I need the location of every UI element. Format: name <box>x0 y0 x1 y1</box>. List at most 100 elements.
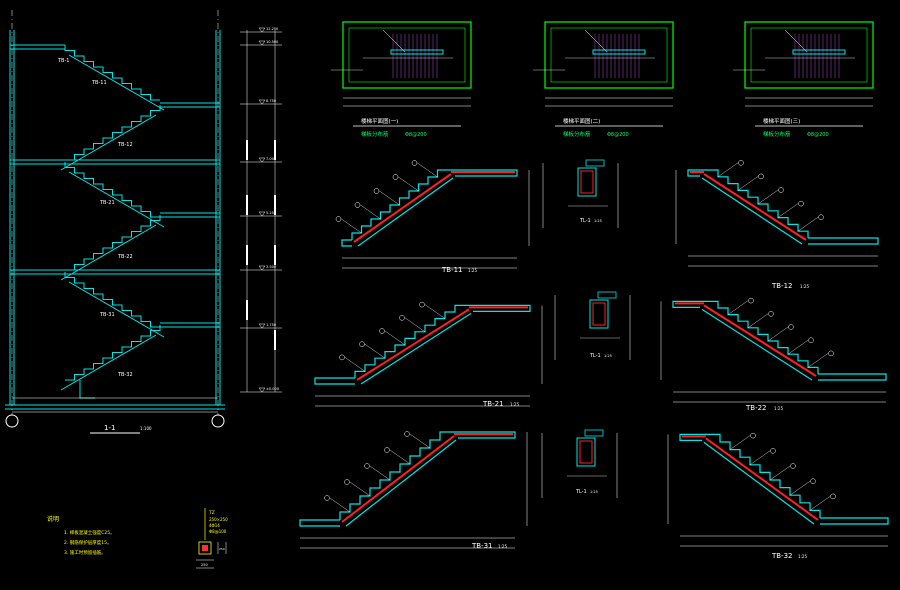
main-rebar <box>356 308 470 381</box>
svg-text:1:25: 1:25 <box>594 219 602 223</box>
beam-label: TL-1 <box>589 353 601 359</box>
level-value: 8.750 <box>266 99 276 103</box>
plan-note: 梯板分布筋 <box>361 130 389 138</box>
bottom-landing <box>341 239 352 247</box>
level-value: ±0.000 <box>266 387 279 391</box>
rebar-bubble <box>379 328 385 334</box>
leader <box>809 496 831 511</box>
level-dimension-chain: ±0.0001.7503.5005.2507.0008.75010.50012.… <box>240 27 282 393</box>
beam-stirrup <box>580 170 594 194</box>
slab-edge <box>584 429 604 437</box>
stair-detail <box>299 431 528 549</box>
rebar-bubble <box>384 447 390 453</box>
top-landing <box>450 431 516 439</box>
detail-label: TB-31 <box>471 542 493 550</box>
detail-steps <box>354 304 465 378</box>
main-rebar <box>341 435 455 523</box>
detail-labels: TB-11 1:25 TB-12 1:25 TB-21 1:25 TB-22 1… <box>441 266 809 560</box>
stair-flight <box>65 215 161 271</box>
dim-text-block <box>274 330 276 350</box>
bottom-landing <box>818 373 887 381</box>
rebar-bubble <box>324 495 330 501</box>
rebar-bubble <box>373 188 380 194</box>
flight-soffit <box>68 54 165 111</box>
main-rebar <box>703 304 817 377</box>
stair-detail <box>314 301 543 407</box>
note-item: 3. 施工时预留插筋。 <box>64 549 106 556</box>
stair-flight <box>64 272 160 328</box>
level-symbol <box>258 265 266 271</box>
section-title: 1-1 <box>104 424 115 432</box>
leader <box>349 481 371 497</box>
column-detail: TZ 250×250 4Φ14 Φ8@100 250 250 <box>196 508 228 569</box>
detail-soffit <box>345 439 457 527</box>
note-item: 2. 钢筋保护层厚度15。 <box>64 539 111 546</box>
beam-outline <box>576 437 596 467</box>
flight-label: TB-12 <box>117 142 133 148</box>
stair-detail <box>675 160 879 267</box>
dim-text-block <box>246 300 248 320</box>
leader <box>379 190 400 206</box>
rebar-bubble <box>339 354 345 361</box>
bottom-landing <box>820 517 889 525</box>
landing-beam <box>792 49 846 55</box>
flight-label: TB-11 <box>91 80 107 86</box>
flight-soffit <box>68 171 165 228</box>
rebar-bubble <box>750 432 756 439</box>
level-symbol <box>258 211 266 217</box>
level-value: 1.750 <box>266 323 276 327</box>
detail-label: TB-11 <box>441 266 463 274</box>
rebar-bubble <box>768 311 774 317</box>
stair-flight <box>65 105 161 161</box>
svg-text:1:25: 1:25 <box>774 406 783 411</box>
detail-soffit <box>703 441 815 525</box>
rebar-bubble <box>738 160 744 166</box>
plan-title: 楼梯平面图(三) <box>763 117 800 125</box>
detail-soffit <box>701 308 813 381</box>
level-symbol <box>258 387 266 393</box>
top-landing <box>687 169 708 177</box>
rebar-bubble <box>758 173 764 180</box>
note-item: 1. 梯板混凝土强度C25。 <box>64 529 115 536</box>
beam-section <box>542 159 619 228</box>
flight-label: TB-31 <box>99 312 115 318</box>
rebar-bubble <box>392 174 399 180</box>
break-line <box>784 29 808 53</box>
rebar-bubble <box>404 431 410 437</box>
leader <box>777 203 799 218</box>
plan-frame <box>544 21 674 89</box>
level-value: 7.000 <box>266 157 276 161</box>
flight-label: TB-1 <box>57 58 69 64</box>
leader <box>360 204 381 220</box>
break-line <box>382 29 406 53</box>
rebar-bubble <box>359 341 365 347</box>
rebar-bubble <box>399 315 405 321</box>
notes-heading: 说明 <box>47 515 59 523</box>
beam-section <box>541 429 618 498</box>
plan-spec: Φ8@200 <box>405 132 427 138</box>
leader <box>749 450 771 465</box>
svg-text:250: 250 <box>201 563 208 567</box>
detail-label: TB-12 <box>771 282 793 290</box>
bottom-landing <box>808 237 879 245</box>
level-symbol <box>258 99 266 105</box>
level-value: 12.250 <box>266 27 278 31</box>
section-1-1: TB-1 TB-11 TB-12 TB-21 TB-22 TB-31 TB-32… <box>5 10 225 434</box>
svg-text:Φ8@100: Φ8@100 <box>209 529 227 534</box>
svg-text:1:25: 1:25 <box>510 402 519 407</box>
beam-section <box>554 291 631 360</box>
stair-flight <box>64 45 160 101</box>
plan-inner-frame <box>348 27 466 83</box>
leader <box>404 317 426 332</box>
level-value: 5.250 <box>266 211 276 215</box>
leader <box>757 189 779 205</box>
svg-text:TZ: TZ <box>208 510 215 516</box>
leader <box>424 304 446 319</box>
plan-frame <box>342 21 472 89</box>
detail-soffit <box>701 177 803 245</box>
svg-text:1:25: 1:25 <box>468 268 477 273</box>
main-rebar <box>703 173 807 241</box>
